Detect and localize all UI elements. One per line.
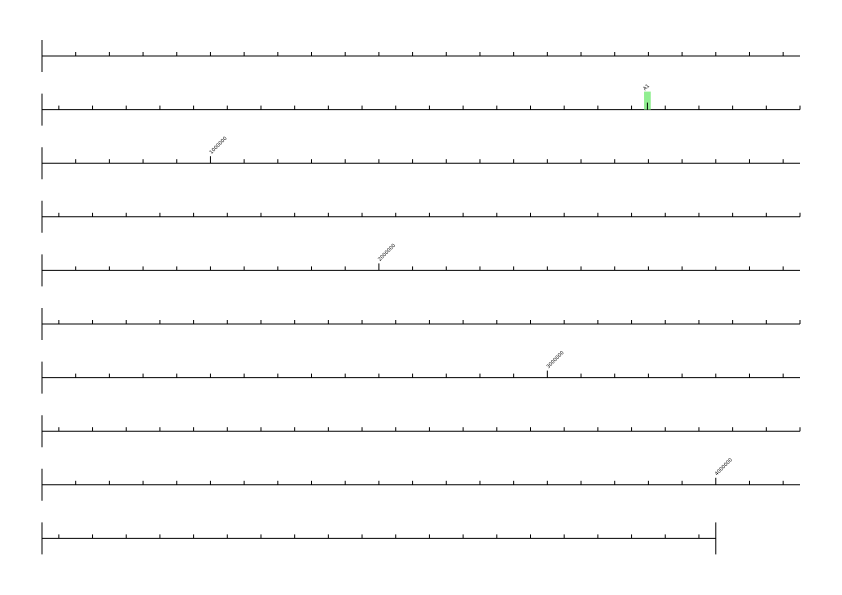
map-row <box>41 200 801 233</box>
map-row <box>41 40 800 72</box>
map-row <box>41 415 801 448</box>
map-row <box>41 308 801 340</box>
feature-block <box>644 91 651 110</box>
position-label: 2000000 <box>377 243 397 263</box>
map-row <box>41 522 717 555</box>
position-label: 3000000 <box>546 350 566 370</box>
map-row: 1000000 <box>41 136 800 180</box>
position-label: 1000000 <box>209 136 229 156</box>
map-row: 2000000 <box>41 243 800 287</box>
feature-label: A1 <box>642 83 651 92</box>
map-row: A1 <box>41 83 801 126</box>
map-row: 3000000 <box>41 350 800 394</box>
position-label: 4000000 <box>714 457 734 477</box>
map-row: 4000000 <box>41 457 800 501</box>
